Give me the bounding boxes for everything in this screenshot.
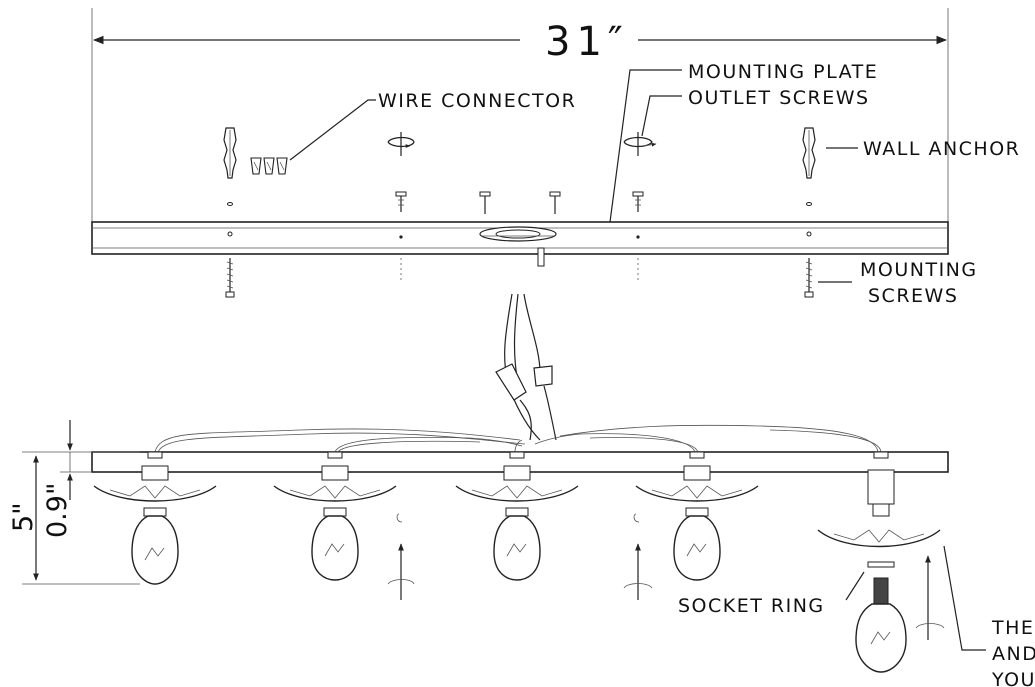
note-line-1: THE xyxy=(991,617,1034,639)
height-dimension-label: 5" xyxy=(8,502,39,532)
mounting-screws-callout: MOUNTING SCREWS xyxy=(818,259,978,307)
mounting-screw-left-icon xyxy=(225,258,235,298)
outlet-screws-label: OUTLET SCREWS xyxy=(688,87,870,109)
mounting-screw-right-icon xyxy=(804,258,814,298)
lamp-3 xyxy=(455,451,579,581)
note-line-3: YOU xyxy=(991,669,1035,687)
plate-thickness-label: 0.9" xyxy=(42,483,73,538)
wall-anchor-left-icon xyxy=(223,127,237,206)
mounting-plate-callout: MOUNTING PLATE OUTLET SCREWS xyxy=(609,61,878,223)
lamp-4 xyxy=(635,451,759,581)
mounting-screws-label-1: MOUNTING xyxy=(860,259,978,281)
wall-anchor-right-icon xyxy=(802,127,816,206)
note-line-2: AND xyxy=(992,643,1035,665)
outlet-box-icon xyxy=(479,226,557,242)
wall-anchor-label: WALL ANCHOR xyxy=(863,138,1020,160)
wall-anchor-callout: WALL ANCHOR xyxy=(826,138,1020,160)
rotation-arrows xyxy=(387,513,945,640)
wire-connector-icons xyxy=(250,157,288,175)
note-callout: THE AND YOU xyxy=(943,545,1035,687)
socket-ring-label: SOCKET RING xyxy=(678,595,825,617)
lamp-2 xyxy=(273,451,397,581)
lamp-5-exploded xyxy=(817,451,941,673)
wire-connector-callout: WIRE CONNECTOR xyxy=(289,90,576,161)
outlet-screw-left-icon xyxy=(387,132,415,282)
height-dimensions: 5" 0.9" xyxy=(8,420,140,585)
socket-wires xyxy=(154,424,882,453)
center-screws-icon xyxy=(479,191,561,267)
mounting-plate xyxy=(91,221,949,255)
mounting-plate-label: MOUNTING PLATE xyxy=(688,61,878,83)
socket-ring-callout: SOCKET RING xyxy=(678,571,865,617)
supply-wires xyxy=(495,293,557,441)
outlet-screw-right-icon xyxy=(623,132,657,282)
width-dimension: 31″ xyxy=(91,8,949,222)
wire-connector-label: WIRE CONNECTOR xyxy=(378,90,576,112)
lamp-1 xyxy=(93,451,217,585)
width-dimension-label: 31″ xyxy=(545,19,629,65)
mounting-screws-label-2: SCREWS xyxy=(868,285,958,307)
